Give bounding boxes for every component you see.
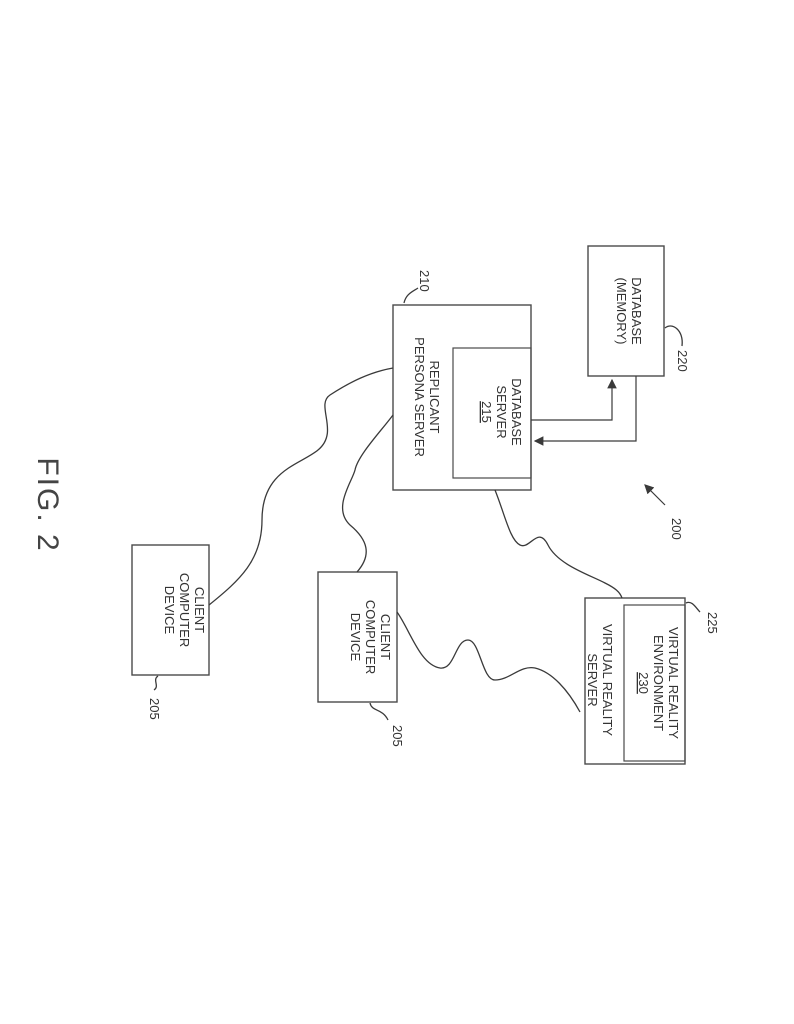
ref-210: 210 — [417, 270, 432, 292]
replicant-server-line-2: PERSONA SERVER — [412, 337, 427, 457]
wire-client2-to-vr — [396, 611, 581, 713]
client-computer-device-box-2 — [317, 571, 398, 703]
ref-205-a: 205 — [147, 698, 162, 720]
client-1-line-2: COMPUTER — [177, 573, 192, 647]
leader-220 — [664, 325, 683, 347]
database-server-box — [452, 347, 532, 479]
ref-225: 225 — [705, 612, 720, 634]
vr-environment-line-2: ENVIRONMENT — [651, 635, 666, 731]
database-memory-line-1: DATABASE — [629, 277, 644, 345]
ref-205-b: 205 — [390, 725, 405, 747]
figure-label: FIG. 2 — [31, 457, 64, 552]
leader-205-a — [153, 675, 159, 691]
client-1-line-3: DEVICE — [162, 586, 177, 635]
leader-210 — [403, 287, 419, 304]
database-server-ref: 215 — [479, 401, 494, 423]
replicant-persona-server-box — [392, 304, 532, 491]
ref-200: 200 — [669, 518, 684, 540]
client-2-line-2: COMPUTER — [363, 600, 378, 674]
leader-225 — [685, 601, 701, 613]
vr-server-line-2: SERVER — [585, 653, 600, 706]
client-2-line-3: DEVICE — [348, 613, 363, 662]
ref-200-arrow — [644, 484, 666, 506]
ref-220: 220 — [675, 350, 690, 372]
leader-205-b — [369, 702, 389, 721]
replicant-server-line-1: REPLICANT — [427, 361, 442, 434]
wire-client1-to-replicant — [208, 367, 394, 606]
wire-replicant-to-vr — [494, 489, 623, 599]
client-computer-device-box-1 — [131, 544, 210, 676]
database-memory-box — [587, 245, 665, 377]
database-memory-line-2: (MEMORY) — [614, 278, 629, 345]
arrow-to-database-server — [533, 376, 637, 446]
vr-server-line-1: VIRTUAL REALITY — [600, 624, 615, 736]
database-server-line-2: SERVER — [494, 385, 509, 438]
arrow-to-database-memory — [531, 378, 617, 421]
wire-client2-to-replicant — [341, 414, 394, 573]
client-2-line-1: CLIENT — [378, 614, 393, 660]
database-server-line-1: DATABASE — [509, 378, 524, 446]
vr-environment-line-1: VIRTUAL REALITY — [666, 627, 681, 739]
client-1-line-1: CLIENT — [192, 587, 207, 633]
vr-environment-ref: 230 — [636, 672, 651, 694]
virtual-reality-environment-box — [623, 604, 686, 762]
